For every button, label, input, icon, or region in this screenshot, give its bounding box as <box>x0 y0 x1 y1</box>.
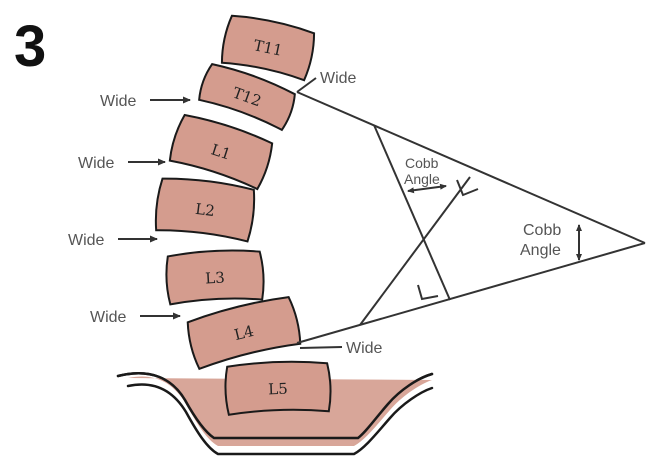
wide-label-left-3: Wide <box>68 232 105 249</box>
vertebra-l5-label: L5 <box>268 380 288 399</box>
cobb-small-arrow <box>407 183 447 194</box>
vertebra-l3-label: L3 <box>205 269 225 288</box>
panel-number: 3 <box>14 14 47 79</box>
vertebra-l1: L1 <box>168 113 274 191</box>
vertebra-t11: T11 <box>220 14 316 82</box>
sacrum-outline <box>116 372 434 456</box>
wide-label-left-2: Wide <box>78 155 115 172</box>
cobb-large-line2: Angle <box>520 242 561 259</box>
cobb-small-line2: Angle <box>404 171 440 187</box>
left-arrows <box>118 96 191 320</box>
cobb-small-line1: Cobb <box>405 155 439 171</box>
vertebra-l5: L5 <box>224 360 332 416</box>
vertebra-l2-label: L2 <box>194 200 216 220</box>
wide-label-top-right: Wide <box>320 70 357 87</box>
cobb-large-line1: Cobb <box>523 222 561 239</box>
endplate-lines <box>296 91 646 344</box>
vertebra-l2: L2 <box>154 177 256 243</box>
wide-label-left-4: Wide <box>90 309 127 326</box>
vertebra-l4: L4 <box>186 296 302 371</box>
vertebra-t11-label: T11 <box>252 36 284 60</box>
vertebra-l4-label: L4 <box>232 322 255 344</box>
wide-label-left-1: Wide <box>100 93 137 110</box>
vertebra-l1-label: L1 <box>209 140 233 163</box>
vertebra-l3: L3 <box>165 249 265 306</box>
wide-label-bottom-right: Wide <box>346 340 383 357</box>
vertebra-t12: T12 <box>198 62 296 132</box>
wide-bottom-leader <box>299 346 343 349</box>
wide-top-leader <box>296 77 317 93</box>
